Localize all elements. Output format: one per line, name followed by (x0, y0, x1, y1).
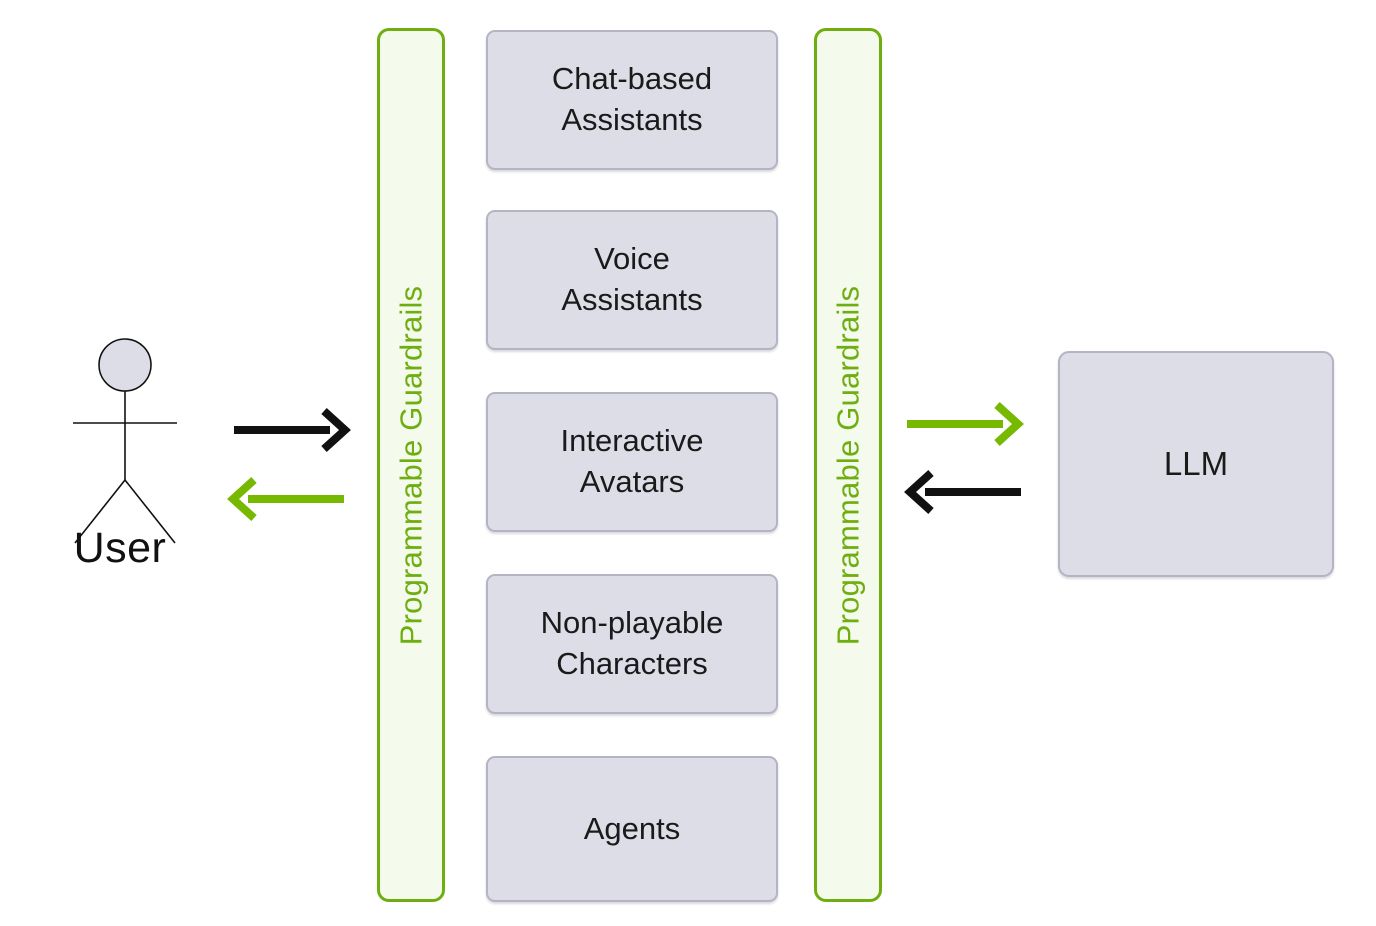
app-box-line2: Assistants (561, 282, 703, 317)
guardrail-left-label: Programmable Guardrails (393, 285, 429, 645)
guardrail-right: Programmable Guardrails (814, 28, 882, 902)
arrow-llm-to-guardrail (904, 470, 1023, 514)
llm-box[interactable]: LLM (1058, 351, 1334, 577)
app-box-interactive-avatars[interactable]: Interactive Avatars (486, 392, 778, 532)
app-box-label: Voice Assistants (561, 239, 702, 321)
app-box-line2: Avatars (579, 464, 685, 499)
app-box-agents[interactable]: Agents (486, 756, 778, 902)
app-box-label: Chat-based Assistants (552, 59, 712, 141)
arrow-guardrail-to-llm (905, 402, 1024, 446)
arrow-user-to-guardrail (232, 408, 351, 452)
app-box-voice-assistants[interactable]: Voice Assistants (486, 210, 778, 350)
app-box-label: Non-playable Characters (541, 603, 724, 685)
app-box-chat-based-assistants[interactable]: Chat-based Assistants (486, 30, 778, 170)
app-box-line2: Assistants (561, 102, 703, 137)
app-box-line1: Non-playable (540, 605, 724, 641)
app-box-line2: Characters (556, 646, 708, 681)
app-box-line1: Voice (594, 241, 670, 277)
arrow-guardrail-to-user (227, 477, 346, 521)
app-box-label: Interactive Avatars (560, 421, 703, 503)
application-boxes-column: Chat-based Assistants Voice Assistants I… (486, 30, 778, 902)
app-box-label: Agents (583, 810, 681, 846)
app-box-non-playable-characters[interactable]: Non-playable Characters (486, 574, 778, 714)
user-label: User (73, 524, 167, 572)
user-actor (55, 335, 195, 585)
guardrail-left: Programmable Guardrails (377, 28, 445, 902)
llm-label: LLM (1163, 445, 1229, 482)
stick-figure-icon (73, 338, 177, 544)
app-box-line1: Interactive (560, 423, 704, 459)
guardrail-right-label: Programmable Guardrails (830, 285, 866, 645)
app-box-line1: Chat-based (551, 61, 713, 97)
